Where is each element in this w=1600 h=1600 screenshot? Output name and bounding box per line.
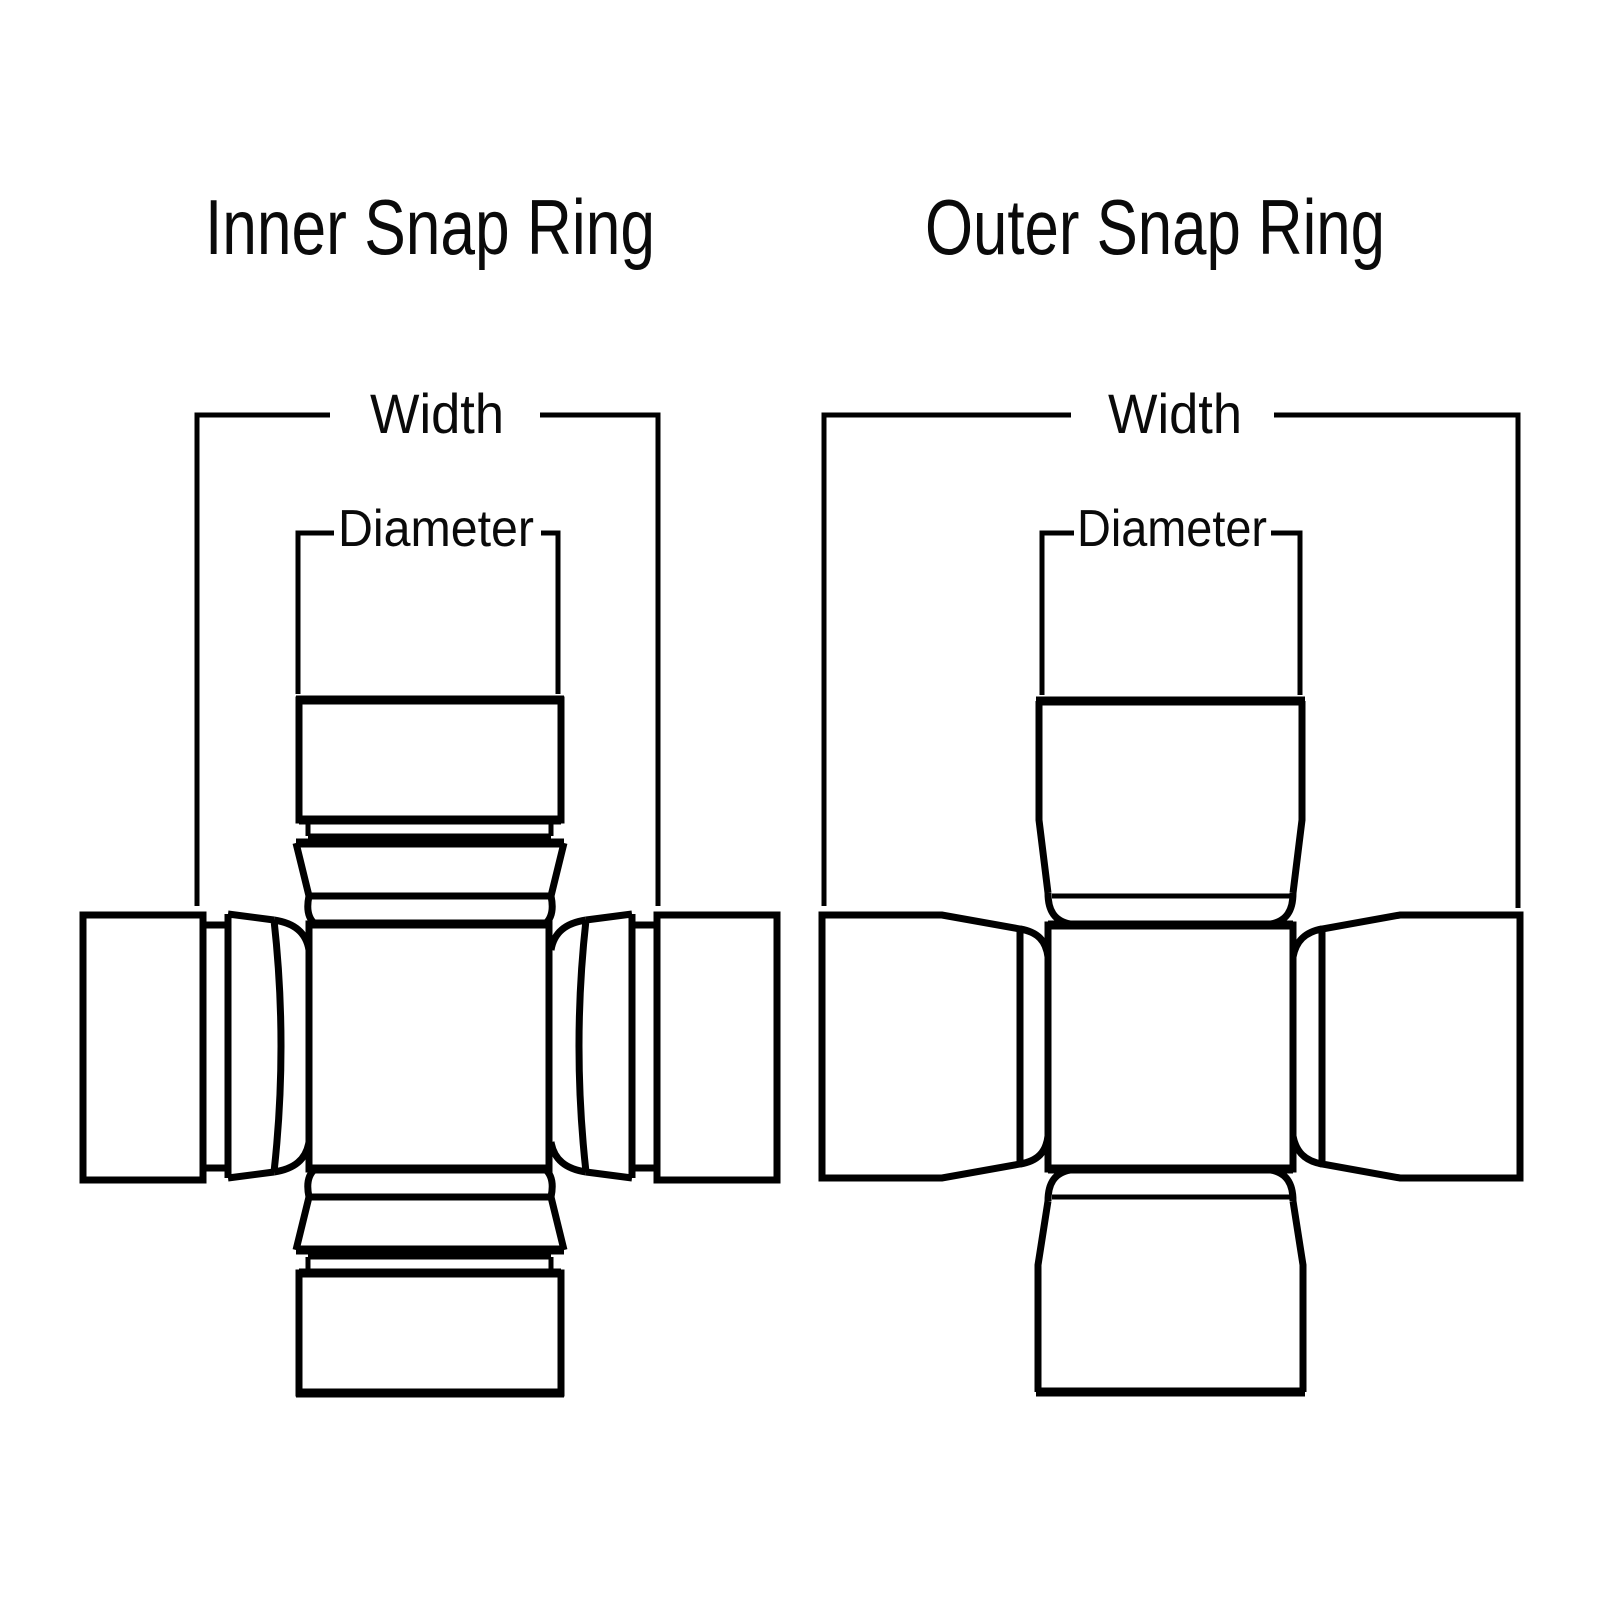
inner-top-cap (295, 696, 565, 824)
inner-right-fillets (547, 916, 587, 1176)
inner-left-snap-ring (224, 910, 285, 1182)
inner-bottom-bell (304, 1166, 556, 1198)
inner-width-bracket (194, 412, 661, 906)
outer-right-fillets (1289, 925, 1323, 1168)
outer-width-bracket (821, 412, 1521, 908)
inner-width-label: Width (370, 382, 504, 445)
outer-diameter-bracket (1039, 530, 1303, 695)
inner-bottom-arm (292, 1166, 568, 1398)
inner-diameter-bracket (295, 530, 561, 694)
outer-left-fillets (1019, 925, 1052, 1168)
inner-right-cap (653, 911, 781, 1184)
outer-top-arm (1035, 696, 1306, 928)
outer-diameter-label: Diameter (1077, 500, 1267, 558)
outer-right-arm (1289, 911, 1524, 1182)
inner-right-arm (547, 910, 781, 1184)
outer-snap-ring-diagram: Outer Snap Ring Width Diameter (818, 183, 1524, 1397)
outer-diagram-title: Outer Snap Ring (925, 183, 1385, 271)
outer-left-arm (818, 911, 1052, 1182)
outer-bottom-cap (1034, 1200, 1307, 1392)
outer-top-bells (1044, 892, 1297, 928)
inner-top-groove (305, 820, 554, 839)
inner-body (305, 920, 553, 1173)
inner-right-snap-ring (575, 910, 636, 1182)
outer-body (1044, 921, 1297, 1173)
inner-left-cap (79, 911, 207, 1184)
inner-bottom-cap (295, 1269, 565, 1397)
inner-top-arm (292, 695, 568, 927)
inner-top-snap-ring-wedge (292, 842, 568, 900)
inner-bottom-snap-ring-wedge (292, 1193, 568, 1251)
outer-right-cap (1318, 911, 1524, 1182)
outer-bottom-arm (1034, 1166, 1307, 1397)
inner-left-fillets (273, 916, 313, 1176)
inner-left-neck (203, 921, 228, 1172)
inner-left-arm (79, 910, 313, 1184)
outer-bottom-bells (1044, 1166, 1297, 1202)
outer-top-cap (1035, 701, 1306, 894)
inner-top-bell (304, 895, 556, 927)
inner-snap-ring-diagram: Inner Snap Ring Width Diameter (79, 183, 781, 1398)
inner-diameter-label: Diameter (338, 500, 534, 558)
outer-left-cap (818, 911, 1024, 1182)
inner-diagram-title: Inner Snap Ring (205, 183, 655, 271)
inner-right-neck (632, 921, 657, 1172)
outer-width-label: Width (1108, 382, 1242, 445)
